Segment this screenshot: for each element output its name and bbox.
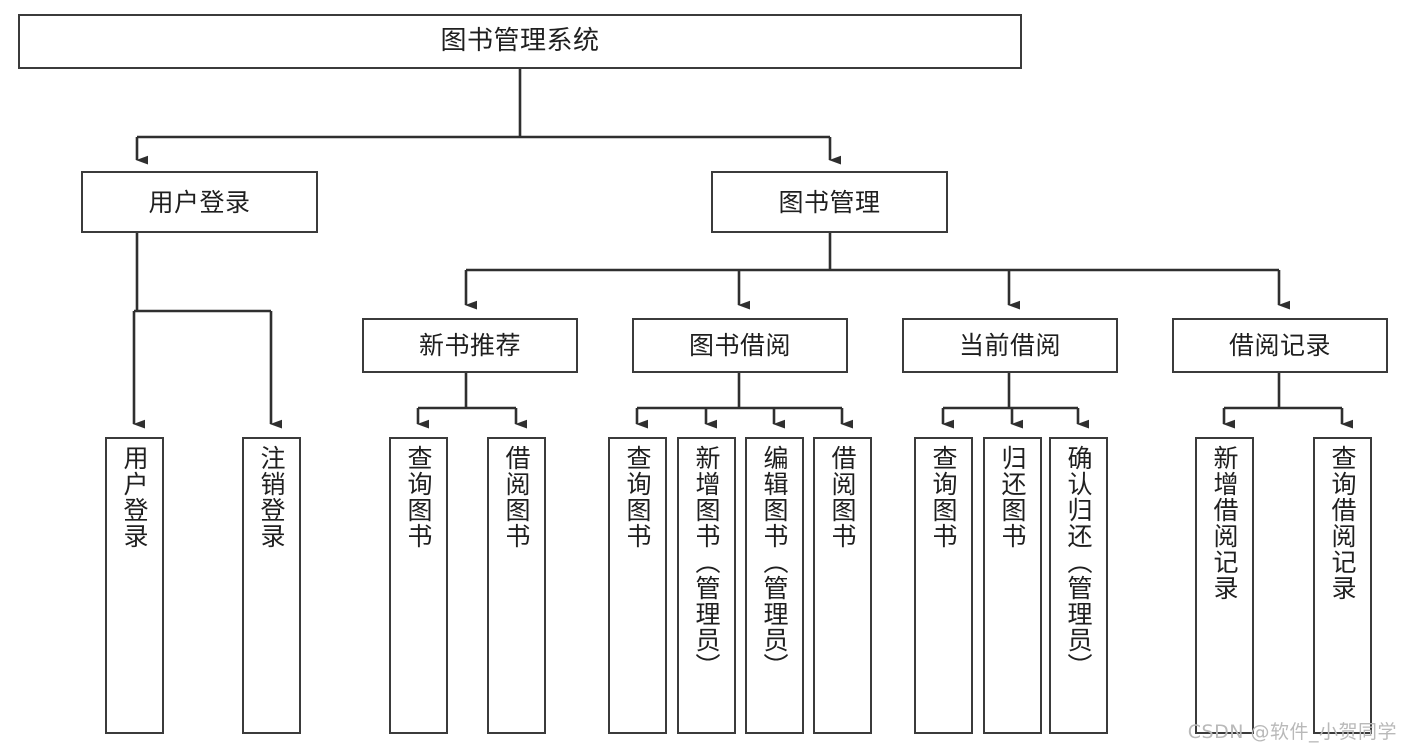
node-label: 查询图书 <box>623 445 652 549</box>
node-root-system[interactable]: 图书管理系统 <box>18 14 1022 69</box>
node-label: 图书管理系统 <box>440 26 600 57</box>
node-label: 查询图书 <box>404 445 433 549</box>
leaf-user-login[interactable]: 用户登录 <box>105 437 164 734</box>
node-label: 确认归还（管理员） <box>1064 445 1093 679</box>
node-label: 查询图书 <box>929 445 958 549</box>
node-label: 当前借阅 <box>958 331 1061 360</box>
node-label: 借阅记录 <box>1228 331 1331 360</box>
node-borrow-record[interactable]: 借阅记录 <box>1172 318 1388 373</box>
node-label: 归还图书 <box>998 445 1027 549</box>
leaf-borrow-book-recommend[interactable]: 借阅图书 <box>487 437 546 734</box>
node-label: 图书借阅 <box>688 331 791 360</box>
leaf-logout[interactable]: 注销登录 <box>242 437 301 734</box>
leaf-add-book-admin[interactable]: 新增图书（管理员） <box>677 437 736 734</box>
node-label: 新增图书（管理员） <box>692 445 721 679</box>
leaf-return-book[interactable]: 归还图书 <box>983 437 1042 734</box>
leaf-query-book-borrow[interactable]: 查询图书 <box>608 437 667 734</box>
leaf-edit-book-admin[interactable]: 编辑图书（管理员） <box>745 437 804 734</box>
node-label: 用户登录 <box>148 187 251 217</box>
leaf-add-borrow-record[interactable]: 新增借阅记录 <box>1195 437 1254 734</box>
leaf-query-book-current[interactable]: 查询图书 <box>914 437 973 734</box>
node-label: 借阅图书 <box>502 445 531 549</box>
node-label: 新增借阅记录 <box>1210 445 1239 601</box>
leaf-borrow-book[interactable]: 借阅图书 <box>813 437 872 734</box>
node-label: 新书推荐 <box>418 331 521 360</box>
node-label: 查询借阅记录 <box>1328 445 1357 601</box>
node-new-book-recommend[interactable]: 新书推荐 <box>362 318 578 373</box>
csdn-watermark: CSDN @软件_小贺同学 <box>1187 721 1397 743</box>
node-book-borrow[interactable]: 图书借阅 <box>632 318 848 373</box>
node-user-login[interactable]: 用户登录 <box>81 171 318 233</box>
node-label: 图书管理 <box>778 187 881 217</box>
node-current-borrow[interactable]: 当前借阅 <box>902 318 1118 373</box>
node-label: 用户登录 <box>120 445 149 549</box>
node-book-management[interactable]: 图书管理 <box>711 171 948 233</box>
leaf-query-borrow-record[interactable]: 查询借阅记录 <box>1313 437 1372 734</box>
node-label: 注销登录 <box>257 445 286 549</box>
node-label: 借阅图书 <box>828 445 857 549</box>
leaf-query-book-recommend[interactable]: 查询图书 <box>389 437 448 734</box>
node-label: 编辑图书（管理员） <box>760 445 789 679</box>
leaf-confirm-return-admin[interactable]: 确认归还（管理员） <box>1049 437 1108 734</box>
